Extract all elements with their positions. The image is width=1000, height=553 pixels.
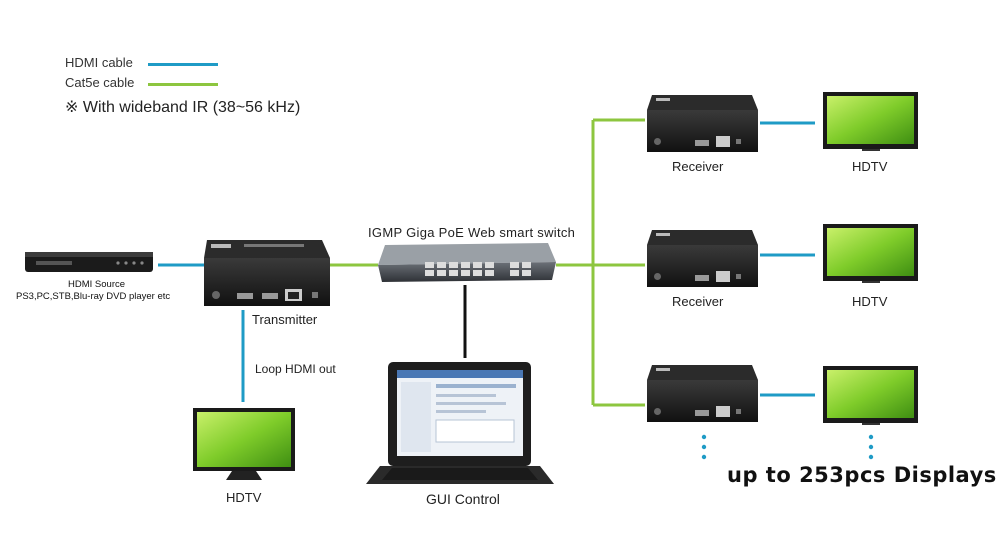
- more-receivers-dots: [701, 434, 707, 460]
- receiver-label-1: Receiver: [672, 159, 724, 174]
- gui-laptop: [366, 362, 554, 484]
- receiver-device-2: [647, 230, 758, 287]
- switch-device: [378, 243, 556, 282]
- gui-control-label: GUI Control: [426, 491, 500, 507]
- source-subtitle: PS3,PC,STB,Blu-ray DVD player etc: [16, 291, 171, 302]
- switch-label: IGMP Giga PoE Web smart switch: [368, 225, 576, 240]
- legend-cat5e-label: Cat5e cable: [65, 75, 135, 90]
- hdtv-3: [823, 366, 918, 425]
- legend-cat5e-line: [148, 83, 218, 86]
- hdtv-label-2: HDTV: [852, 294, 888, 309]
- transmitter-device: [204, 240, 330, 306]
- local-hdtv-label: HDTV: [226, 490, 262, 505]
- more-displays-dots: [868, 434, 874, 460]
- receiver-device-1: [647, 95, 758, 152]
- receiver-label-2: Receiver: [672, 294, 724, 309]
- hdtv-1: [823, 92, 918, 151]
- source-title: HDMI Source: [68, 279, 126, 290]
- hdtv-label-1: HDTV: [852, 159, 888, 174]
- hdmi-cables: [158, 121, 815, 402]
- legend-hdmi-line: [148, 63, 218, 66]
- legend-hdmi-label: HDMI cable: [65, 55, 133, 70]
- ir-note: ※ With wideband IR (38~56 kHz): [65, 99, 301, 116]
- displays-capacity-text: up to 253pcs Displays: [727, 463, 997, 487]
- local-hdtv: [193, 408, 295, 480]
- transmitter-label: Transmitter: [252, 312, 318, 327]
- cat5e-cables: [330, 118, 645, 407]
- hdtv-2: [823, 224, 918, 283]
- loop-hdmi-label: Loop HDMI out: [255, 362, 336, 376]
- hdmi-source-device: [25, 252, 153, 272]
- receiver-device-3: [647, 365, 758, 422]
